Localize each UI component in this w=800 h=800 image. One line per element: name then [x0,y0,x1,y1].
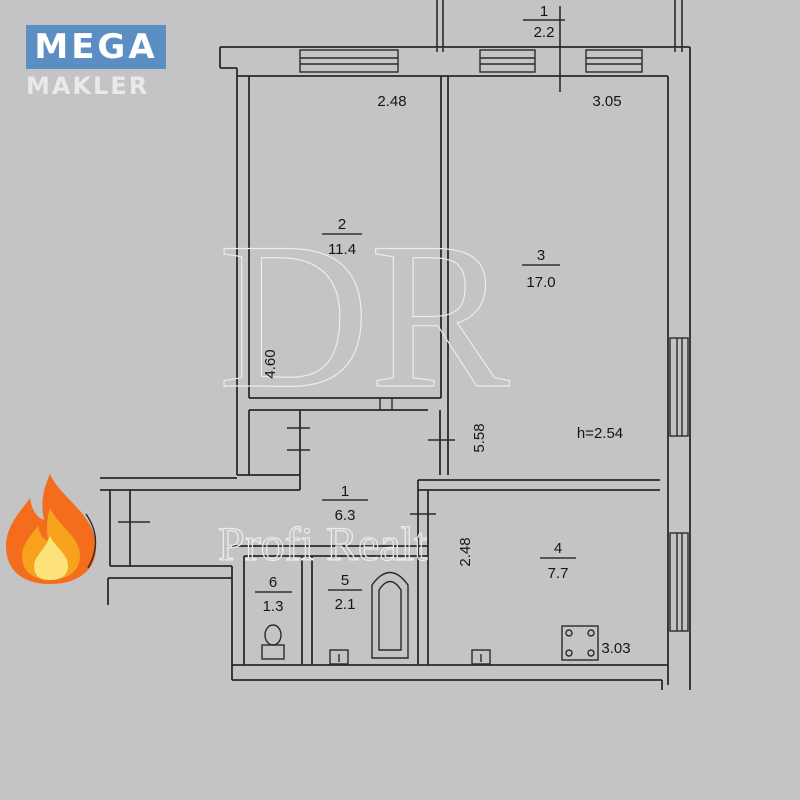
watermark-text: Profi Realt [218,518,428,571]
room-area: 1.3 [263,598,284,615]
door-marks [118,398,455,523]
room-area: 7.7 [548,565,569,582]
stove-icon [561,625,599,661]
logo-mega-text: MEGA [34,27,158,67]
room-area: 17.0 [526,274,555,291]
dimension-label: 2.48 [377,93,406,110]
room-number: 5 [341,572,349,589]
room-number: 6 [269,574,277,591]
toilet-icon [261,624,285,660]
room-area: 6.3 [335,507,356,524]
fire-badge-arc [85,513,97,569]
room-number: 2 [338,216,346,233]
logo: MEGA [26,25,166,69]
dimension-label: 4.60 [262,349,279,378]
ceiling-height: h=2.54 [577,425,623,442]
watermark-monogram-text: DR [218,200,510,432]
sink-icons [329,649,491,665]
room-area: 2.1 [335,596,356,613]
room-number: 1 [341,483,349,500]
room-number: 4 [554,540,562,557]
dimension-label: 3.05 [592,93,621,110]
fraction-bars [255,233,576,593]
dimension-label: 2.48 [457,537,474,566]
logo-makler-text: MAKLER [26,72,150,100]
windows [299,49,689,632]
watermark-monogram: DR [217,199,510,432]
balcony-lines [436,0,683,92]
fire-icon [6,474,96,584]
balcony-area: 2.2 [534,24,555,41]
room-number: 3 [537,247,545,264]
balcony-number: 1 [540,3,548,20]
room-area: 11.4 [328,241,356,258]
dimension-label: 3.03 [601,640,630,657]
dimension-label: 5.58 [471,423,488,452]
bathtub-icon [371,571,409,659]
walls [100,46,691,690]
